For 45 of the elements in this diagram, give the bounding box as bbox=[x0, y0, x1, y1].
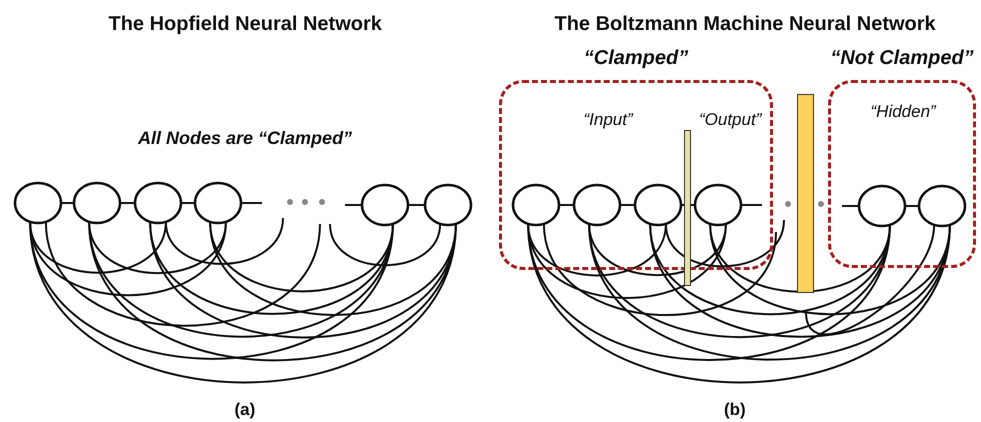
connection-line bbox=[120, 202, 135, 204]
connection-arc bbox=[29, 222, 167, 274]
connection-line bbox=[61, 202, 74, 204]
connection-arc bbox=[527, 224, 667, 276]
connection-line bbox=[741, 204, 762, 206]
connection-arc bbox=[149, 222, 457, 338]
connection-arc bbox=[709, 224, 951, 316]
connection-arc bbox=[527, 224, 727, 299]
connection-line bbox=[241, 202, 262, 204]
layer-label: “Input” bbox=[584, 110, 633, 130]
connection-arc bbox=[649, 224, 951, 338]
connection-line bbox=[905, 205, 919, 207]
connection-arc bbox=[542, 224, 777, 316]
connection-arc bbox=[805, 224, 936, 336]
connection-line bbox=[408, 204, 425, 206]
group-heading: “Not Clamped” bbox=[830, 47, 974, 70]
connection-arc bbox=[29, 222, 227, 296]
connection-line bbox=[181, 202, 195, 204]
layer-label: “Output” bbox=[699, 110, 762, 130]
connection-line bbox=[345, 204, 362, 206]
connection-arc bbox=[588, 224, 951, 360]
heading: The Boltzmann Machine Neural Network bbox=[554, 12, 936, 36]
connection-arc bbox=[88, 222, 227, 274]
connection-line bbox=[559, 204, 574, 206]
connection-arc bbox=[664, 220, 785, 268]
connection-arc bbox=[29, 222, 457, 384]
connection-arc bbox=[44, 222, 321, 327]
connection-arc bbox=[164, 218, 284, 265]
heading: The Hopfield Neural Network bbox=[108, 12, 382, 36]
connection-arc bbox=[709, 224, 891, 293]
connection-arc bbox=[209, 222, 457, 316]
connection-line bbox=[620, 204, 635, 206]
connection-line bbox=[842, 205, 859, 207]
connection-arc bbox=[527, 224, 951, 384]
annotation: All Nodes are “Clamped” bbox=[138, 128, 352, 148]
group-heading: “Clamped” bbox=[584, 47, 688, 70]
connection-arc bbox=[649, 224, 891, 316]
layer-label: “Hidden” bbox=[870, 102, 936, 122]
connection-arc bbox=[588, 224, 727, 276]
connection-arc bbox=[329, 224, 442, 266]
panel-label: (b) bbox=[724, 400, 746, 420]
panel-label: (a) bbox=[234, 400, 256, 420]
divider-bar bbox=[684, 130, 691, 286]
divider-bar bbox=[797, 94, 814, 293]
connection-arc bbox=[88, 222, 457, 362]
